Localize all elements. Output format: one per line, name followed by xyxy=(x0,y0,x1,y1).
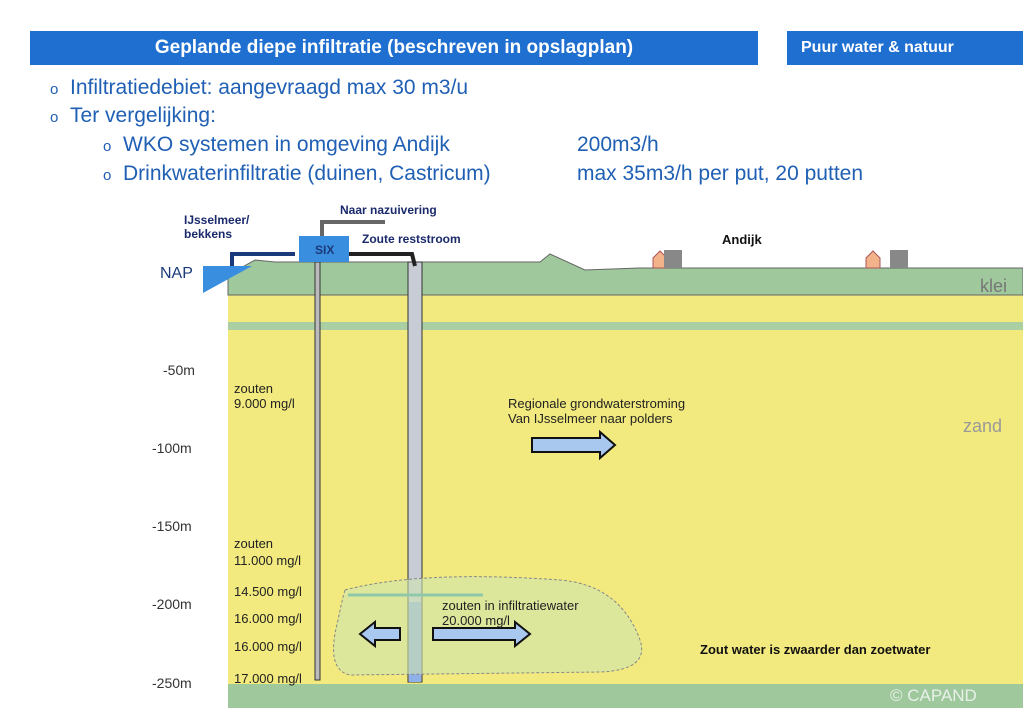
salt-label-line: 9.000 mg/l xyxy=(234,396,295,411)
flow-arrow-icon xyxy=(531,429,617,461)
building-icon xyxy=(664,250,682,268)
clay-surface xyxy=(227,253,1023,296)
arrow-right-icon xyxy=(432,619,532,649)
house-icon xyxy=(865,250,881,269)
sub-bullet-1-value: 200m3/h xyxy=(577,133,659,156)
building-icon xyxy=(890,250,908,268)
nazuivering-label: Naar nazuivering xyxy=(340,203,437,217)
source-label-line: bekkens xyxy=(184,227,233,241)
reststroom-label: Zoute reststroom xyxy=(362,232,461,246)
inflow-pipe xyxy=(230,252,295,266)
source-label-line: IJsselmeer/ xyxy=(184,213,250,227)
brine-pipe xyxy=(349,252,417,267)
six-label: SIX xyxy=(315,243,335,257)
density-note: Zout water is zwaarder dan zoetwater xyxy=(700,642,931,657)
water-level-triangle xyxy=(203,266,252,293)
source-label: IJsselmeer/bekkens xyxy=(184,213,249,241)
salt-label-line: zouten xyxy=(234,381,274,396)
infiltration-label-line: 20.000 mg/l xyxy=(442,613,510,628)
nap-label: NAP xyxy=(160,265,193,282)
bottom-clay-layer xyxy=(228,684,1023,708)
depth-label: -200m xyxy=(152,596,192,612)
depth-label: -150m xyxy=(152,518,192,534)
bullet-text: WKO systemen in omgeving Andijk xyxy=(123,133,450,156)
flow-label-line: Van IJsselmeer naar polders xyxy=(508,411,673,426)
infiltration-plume xyxy=(333,576,642,676)
sub-bullet-2-value: max 35m3/h per put, 20 putten xyxy=(577,162,864,185)
zand-label: zand xyxy=(963,416,1003,436)
salt-label-line: zouten xyxy=(234,536,274,551)
flow-label-line: Regionale grondwaterstroming xyxy=(508,396,686,411)
slide-title: Geplande diepe infiltratie (beschreven i… xyxy=(30,31,758,65)
arrow-left-icon xyxy=(358,619,401,649)
bullet-1: o Infiltratiedebiet: aangevraagd max 30 … xyxy=(50,76,468,100)
salt-level: 14.500 mg/l xyxy=(234,584,302,599)
klei-label: klei xyxy=(980,276,1008,296)
salt-label-line: 11.000 mg/l xyxy=(234,553,301,568)
bullet-marker: o xyxy=(50,109,59,126)
salt-level: 16.000 mg/l xyxy=(234,611,302,626)
sub-bullet-1: o WKO systemen in omgeving Andijk xyxy=(103,133,450,157)
brand-banner: Puur water & natuur xyxy=(787,31,1023,65)
bullet-text: Ter vergelijking: xyxy=(70,104,216,127)
bullet-text: Infiltratiedebiet: aangevraagd max 30 m3… xyxy=(70,76,469,99)
nazuivering-pipe xyxy=(320,220,385,236)
six-unit xyxy=(299,236,349,262)
copyright: © CAPAND xyxy=(890,686,977,705)
depth-label: -100m xyxy=(152,440,192,456)
bullet-marker: o xyxy=(103,167,112,184)
salt-level: 17.000 mg/l xyxy=(234,671,302,686)
salt-label-2: zouten 11.000 mg/l xyxy=(234,536,301,568)
monitoring-well xyxy=(314,261,321,681)
bullet-marker: o xyxy=(50,81,59,98)
salt-level: 16.000 mg/l xyxy=(234,639,302,654)
bullet-2: o Ter vergelijking: xyxy=(50,104,216,128)
depth-label: -50m xyxy=(163,362,195,378)
bullet-marker: o xyxy=(103,138,112,155)
infiltration-label-line: zouten in infiltratiewater xyxy=(442,598,579,613)
town-label: Andijk xyxy=(722,232,762,247)
clay-band xyxy=(228,322,1023,330)
depth-label: -250m xyxy=(152,675,192,691)
bullet-text: Drinkwaterinfiltratie (duinen, Castricum… xyxy=(123,162,491,185)
sub-bullet-2: o Drinkwaterinfiltratie (duinen, Castric… xyxy=(103,162,491,186)
